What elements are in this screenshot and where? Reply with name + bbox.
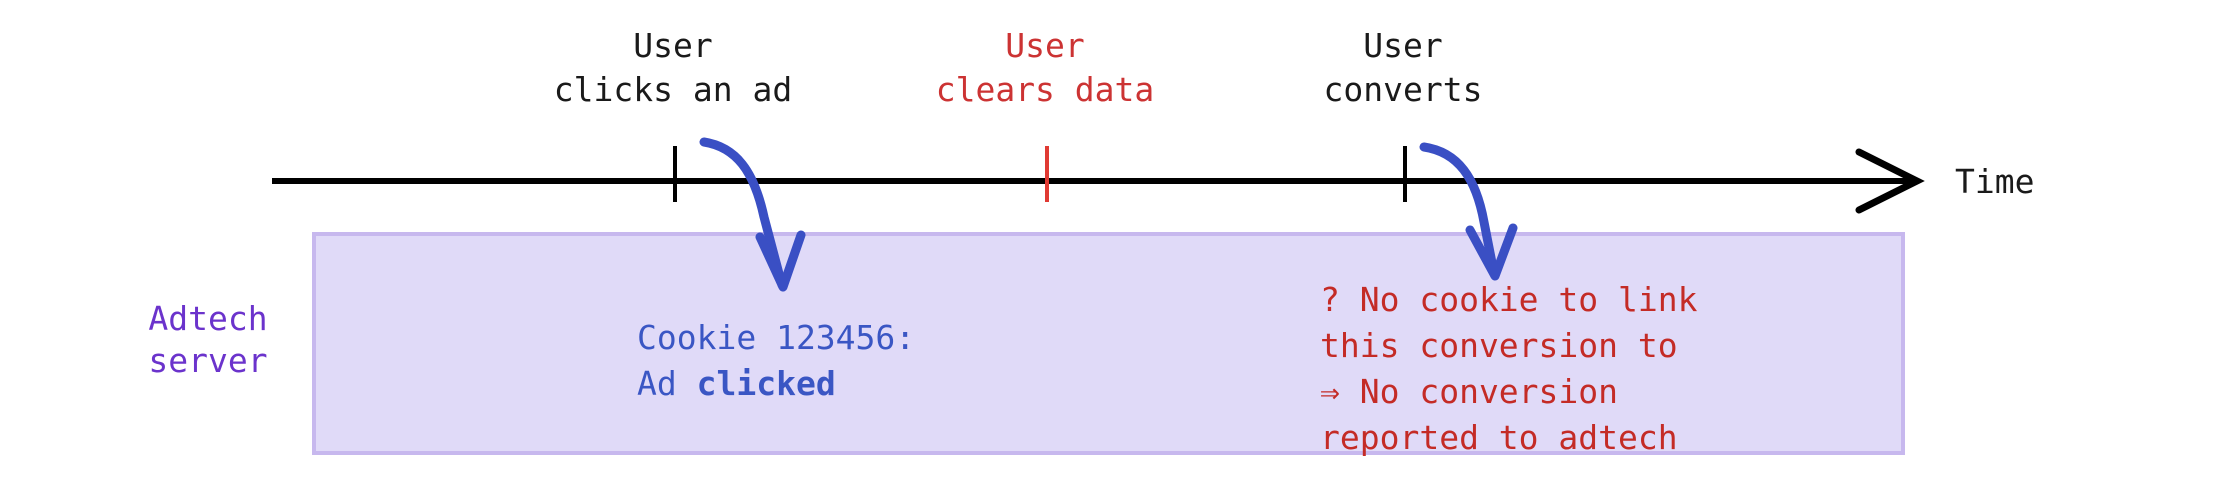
timeline-axis	[272, 178, 1912, 184]
no-conversion-note: ? No cookie to link this conversion to ⇒ N…	[1320, 277, 1698, 461]
adtech-server-box	[312, 232, 1905, 455]
curved-arrow-convert-icon	[1419, 142, 1518, 281]
event-label-user-clears-data: User clears data	[890, 24, 1200, 112]
time-axis-label: Time	[1955, 162, 2035, 201]
tick-user-clears-data	[1045, 146, 1049, 202]
cookie-note: Cookie 123456: Ad clicked	[637, 315, 915, 407]
no-conversion-line3: ⇒ No conversion	[1320, 372, 1619, 411]
no-conversion-line4: reported to adtech	[1320, 418, 1678, 457]
cookie-note-line2-plain: Ad	[637, 364, 697, 403]
event-convert-line1: User	[1363, 26, 1443, 65]
adtech-server-label-line2: server	[148, 341, 268, 380]
event-click-line1: User	[633, 26, 713, 65]
no-conversion-line1: ? No cookie to link	[1320, 280, 1698, 319]
cookie-note-line1: Cookie 123456:	[637, 318, 916, 357]
no-conversion-line2: this conversion to	[1320, 326, 1678, 365]
event-label-user-converts: User converts	[1268, 24, 1538, 112]
event-convert-line2: converts	[1323, 70, 1483, 109]
event-clear-line1: User	[1005, 26, 1085, 65]
event-label-user-clicks-an-ad: User clicks an ad	[463, 24, 883, 112]
tick-user-clicks-an-ad	[673, 146, 677, 202]
adtech-server-label-line1: Adtech	[148, 299, 268, 338]
cookie-note-line2-bold: clicked	[696, 364, 836, 403]
timeline-arrowhead-icon	[1855, 148, 1925, 214]
tick-user-converts	[1403, 146, 1407, 202]
event-clear-line2: clears data	[935, 70, 1155, 109]
curved-arrow-click-icon	[699, 137, 806, 292]
event-click-line2: clicks an ad	[553, 70, 793, 109]
